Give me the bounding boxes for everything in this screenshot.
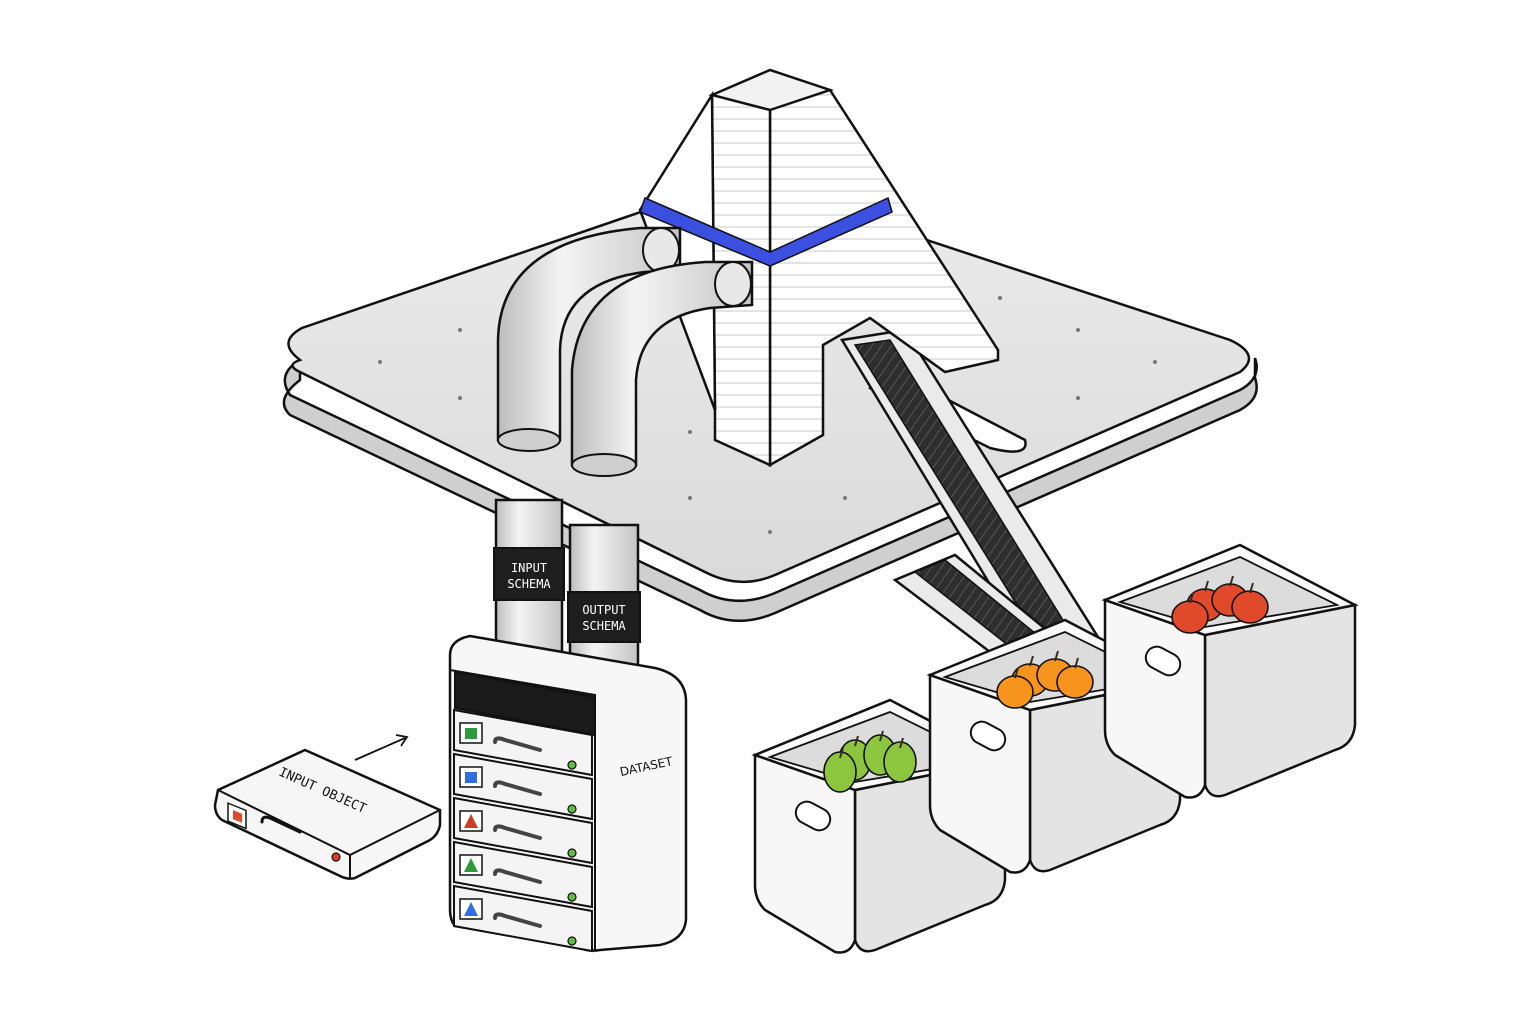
status-led bbox=[567, 804, 577, 814]
red-triangle-icon bbox=[464, 814, 478, 828]
handle-hole-icon bbox=[1144, 645, 1182, 677]
apple-fruit-icon bbox=[1171, 600, 1209, 634]
green-triangle-icon bbox=[464, 858, 478, 872]
handle-icon bbox=[260, 815, 302, 834]
handle-icon bbox=[493, 912, 542, 928]
dataset-drawer[interactable] bbox=[453, 840, 593, 909]
apples-bin bbox=[1101, 543, 1359, 799]
green-square-icon bbox=[465, 728, 477, 739]
orange-fruit-icon bbox=[1056, 665, 1094, 699]
output-schema-band: OUTPUT SCHEMA bbox=[567, 591, 641, 643]
dataset-server: DATASET bbox=[448, 634, 688, 953]
input-schema-label-1: INPUT bbox=[511, 561, 547, 575]
apple-fruit-icon bbox=[1231, 590, 1269, 624]
orange-fruit-icon bbox=[996, 675, 1034, 709]
handle-hole-icon bbox=[794, 800, 832, 832]
output-schema-label-2: SCHEMA bbox=[582, 619, 626, 633]
input-object-device: INPUT OBJECT bbox=[213, 734, 442, 880]
status-led bbox=[567, 848, 577, 858]
blue-triangle-icon bbox=[464, 902, 478, 916]
dataset-drawer[interactable] bbox=[453, 752, 593, 821]
status-led bbox=[567, 936, 577, 946]
handle-icon bbox=[493, 736, 542, 752]
input-schema-band: INPUT SCHEMA bbox=[493, 547, 565, 601]
handle-icon bbox=[493, 868, 542, 884]
arrow-icon bbox=[354, 737, 406, 761]
status-led bbox=[567, 892, 577, 902]
accent-band bbox=[639, 196, 893, 267]
dataset-drawer[interactable] bbox=[453, 796, 593, 865]
output-schema-label-1: OUTPUT bbox=[582, 603, 625, 617]
input-schema-label-2: SCHEMA bbox=[507, 577, 551, 591]
platform-grid-dots bbox=[378, 296, 1157, 534]
dataset-drawer[interactable] bbox=[453, 708, 593, 777]
blue-square-icon bbox=[465, 772, 477, 783]
pear-fruit-icon bbox=[823, 751, 857, 793]
handle-icon bbox=[493, 780, 542, 796]
dataset-drawer[interactable] bbox=[453, 884, 593, 953]
pear-fruit-icon bbox=[883, 741, 917, 783]
red-square-icon bbox=[233, 810, 242, 823]
status-led bbox=[331, 852, 341, 862]
handle-icon bbox=[493, 824, 542, 840]
status-led bbox=[567, 760, 577, 770]
server-display bbox=[454, 670, 596, 737]
handle-hole-icon bbox=[969, 720, 1007, 752]
